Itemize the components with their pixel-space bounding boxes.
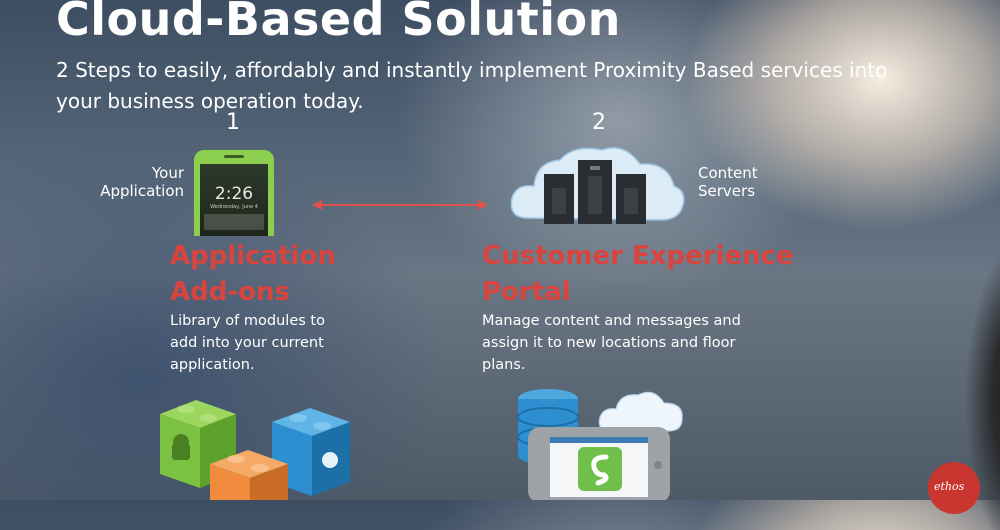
step-2-number: 2	[592, 110, 606, 135]
module-blocks-icon	[160, 400, 350, 500]
phone-time: 2:26	[214, 184, 254, 204]
page-title: Cloud-Based Solution	[56, 0, 621, 46]
logo-text: ethos	[934, 480, 965, 493]
desc-line3: plans.	[482, 357, 526, 373]
double-arrow-icon	[312, 200, 488, 210]
phone-notification	[204, 214, 264, 230]
heading-line2: Portal	[482, 277, 571, 307]
tablet-icon	[528, 427, 670, 500]
desc-line3: application.	[170, 357, 255, 373]
content-servers-label-line2: Servers	[698, 182, 756, 200]
content-servers-label-line1: Content	[698, 164, 758, 182]
desc-line1: Manage content and messages and	[482, 313, 741, 329]
smartphone-icon: 2:26 Wednesday, June 4	[194, 150, 274, 236]
ethos-logo: ethos	[928, 462, 980, 514]
customer-experience-portal-heading: Customer Experience Portal	[482, 238, 794, 310]
phone-date: Wednesday, June 4	[210, 204, 258, 210]
heading-line1: Application	[170, 241, 336, 271]
desc-line2: assign it to new locations and floor	[482, 335, 736, 351]
content-servers-label: Content Servers	[698, 164, 758, 200]
cloud-icon	[598, 391, 683, 432]
orange-block-icon	[210, 450, 288, 500]
heading-line2: Add-ons	[170, 277, 290, 307]
application-add-ons-description: Library of modules to add into your curr…	[170, 310, 325, 376]
desc-line1: Library of modules to	[170, 313, 325, 329]
customer-experience-portal-description: Manage content and messages and assign i…	[482, 310, 741, 376]
portal-devices-icon	[517, 389, 683, 500]
android-block-icon	[160, 400, 236, 488]
application-add-ons-heading: Application Add-ons	[170, 238, 336, 310]
step-1-number: 1	[226, 110, 240, 135]
cloud-servers-icon	[510, 147, 685, 224]
page-subtitle: 2 Steps to easily, affordably and instan…	[56, 58, 888, 113]
your-application-label: Your Application	[100, 164, 184, 200]
your-application-label-line1: Your	[151, 164, 184, 182]
heading-line1: Customer Experience	[482, 241, 794, 271]
your-application-label-line2: Application	[100, 182, 184, 200]
desc-line2: add into your current	[170, 335, 324, 351]
